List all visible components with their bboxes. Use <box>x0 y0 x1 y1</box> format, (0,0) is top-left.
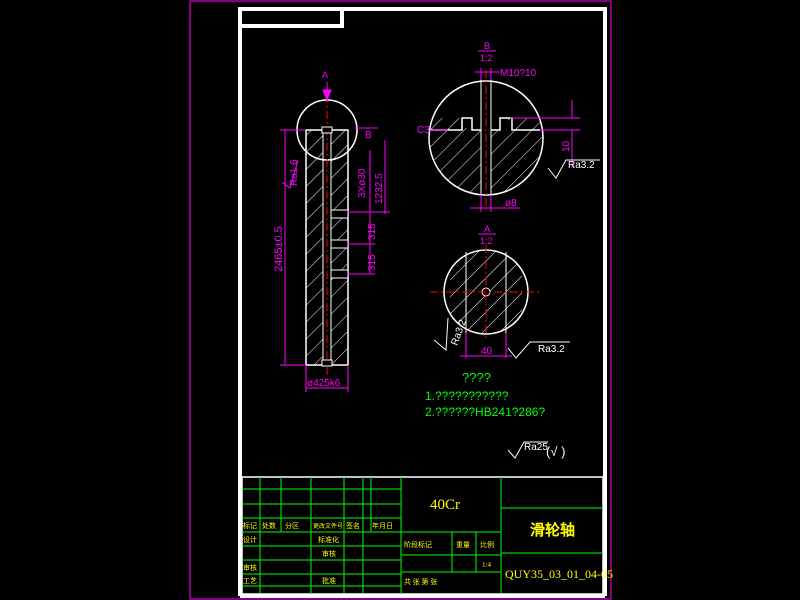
detail-b <box>428 70 544 210</box>
surface-finish-symbol <box>507 441 548 459</box>
row-label-1: 标记 <box>243 521 257 530</box>
row-label-3: 分区 <box>285 521 299 530</box>
spacing-dim-text: 1232.5 <box>374 173 385 204</box>
detail-b-roughness: Ra3.2 <box>568 160 595 171</box>
diameter-dim-text: ø425k6 <box>307 378 341 389</box>
part-name: 滑轮轴 <box>530 521 575 539</box>
label-sheets: 共 张 第 张 <box>404 577 437 586</box>
label-checking: 审核 <box>322 549 336 558</box>
label-review: 审核 <box>243 563 257 572</box>
main-view <box>296 95 358 380</box>
detail-b-scale: 1:2 <box>480 53 493 63</box>
roughness-symbol-a <box>507 341 570 359</box>
row-label-2: 处数 <box>262 521 276 530</box>
label-process: 工艺 <box>243 577 257 585</box>
label-stage-mark: 阶段标记 <box>404 540 432 549</box>
detail-label-b: B <box>365 130 372 141</box>
row-label-4: 更改文件号 <box>313 522 343 530</box>
thread-text: M10?10 <box>500 68 537 79</box>
corner-tab <box>240 9 344 28</box>
roughness-symbol-a-left <box>433 317 449 352</box>
section-a-roughness: Ra3.2 <box>538 344 565 355</box>
view-arrow-label: A <box>322 70 328 80</box>
material: 40Cr <box>430 497 460 513</box>
scale-value: 1:4 <box>482 561 491 569</box>
notes-line-1: 1.??????????? <box>425 389 509 403</box>
notes-line-2: 2.??????HB241?286? <box>425 405 545 419</box>
drawing-number: QUY35_03_01_04-05 <box>505 567 613 581</box>
section-a-label: A <box>484 224 490 234</box>
length-dim-text: 2465±0.5 <box>273 226 285 272</box>
section-a-width: 40 <box>481 346 493 357</box>
roughness-symbol-b <box>547 159 600 179</box>
row-label-6: 年月日 <box>372 521 393 530</box>
chamfer-text: C3 <box>417 125 430 136</box>
section-a-dims <box>460 333 512 358</box>
cross-hole-3 <box>330 269 349 279</box>
cross-hole-1 <box>330 209 349 219</box>
label-ratio: 比例 <box>480 540 494 549</box>
hole-dia-text: ø8 <box>505 198 517 209</box>
diameter-dimension <box>305 365 349 392</box>
surface-finish-value: Ra25 <box>524 442 548 453</box>
detail-b-dims <box>430 68 580 212</box>
label-weight: 重量 <box>456 541 470 549</box>
drawing-border <box>238 7 607 598</box>
title-block <box>241 476 604 595</box>
gap-2-text: 315 <box>367 254 378 271</box>
view-arrow-a <box>322 82 332 102</box>
depth-text: 10 <box>561 140 572 152</box>
label-design: 设计 <box>243 535 257 544</box>
gap-1-text: 315 <box>367 223 378 240</box>
section-a-scale: 1:2 <box>480 236 493 246</box>
row-label-5: 签名 <box>346 521 360 530</box>
section-a <box>430 245 542 340</box>
roughness-main: Ra1.6 <box>289 159 300 186</box>
surface-finish-suffix: (√ ) <box>546 444 565 459</box>
holes-dim-text: 3Xø30 <box>357 168 368 198</box>
label-standardization: 标准化 <box>318 535 339 544</box>
detail-b-label: B <box>484 41 490 51</box>
right-dimensions <box>348 140 390 275</box>
outer-frame <box>189 0 612 600</box>
label-approve: 批准 <box>322 576 336 585</box>
cross-hole-2 <box>330 239 349 249</box>
notes-title: ???? <box>462 370 491 385</box>
length-dimension <box>280 129 306 366</box>
